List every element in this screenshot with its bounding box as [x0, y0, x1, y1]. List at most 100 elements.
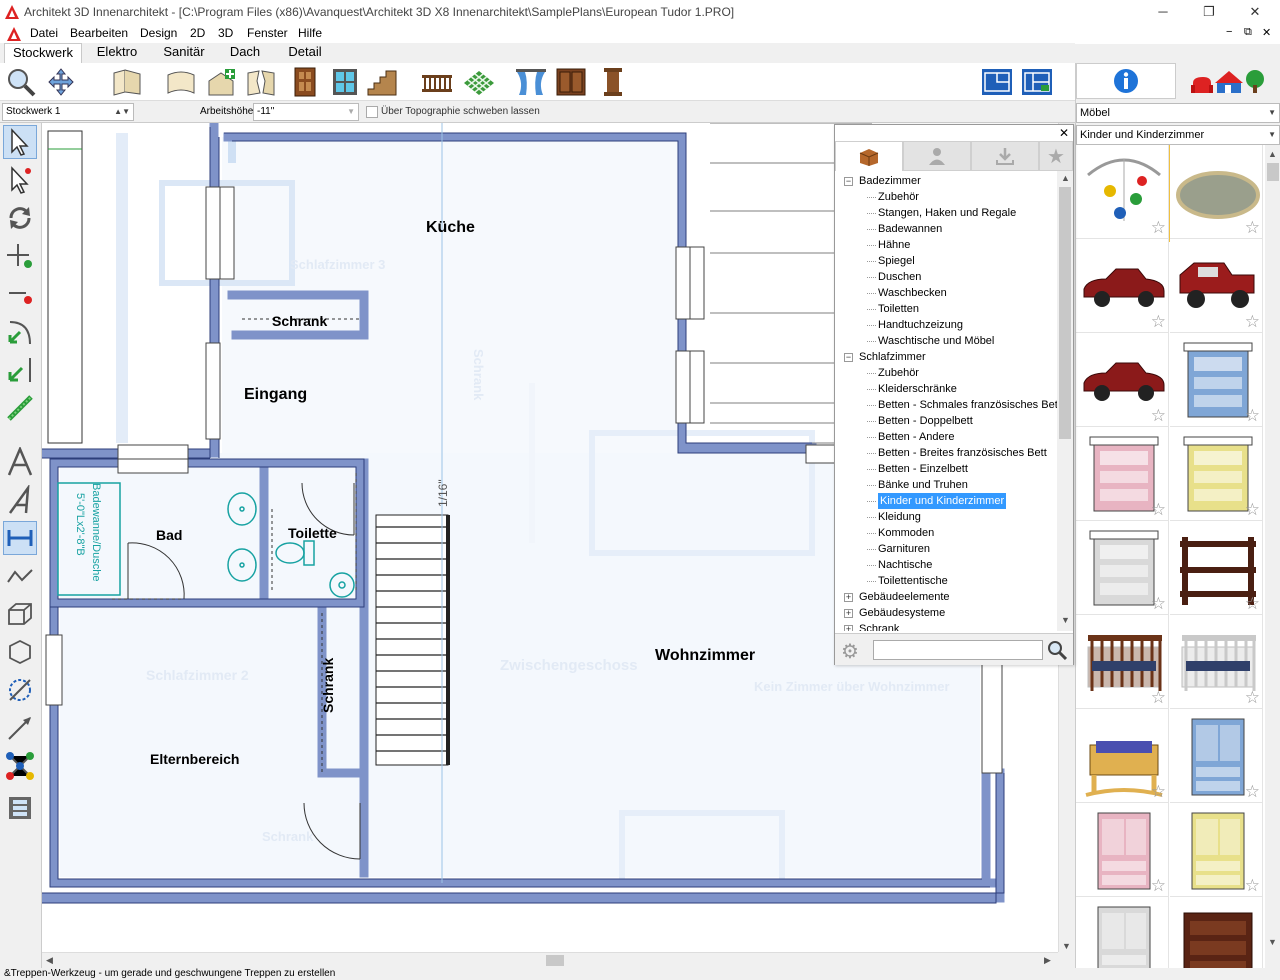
box-tool-icon[interactable] — [3, 597, 37, 631]
favorite-star-icon[interactable]: ☆ — [1150, 312, 1166, 331]
tree-subcategory[interactable]: Betten - Andere — [878, 431, 955, 443]
column-tool-icon[interactable] — [596, 66, 630, 98]
catalog-item-wardrobe[interactable]: ☆ — [1076, 803, 1169, 897]
topo-checkbox[interactable] — [366, 106, 378, 118]
catalog-item-mobile[interactable]: ☆ — [1076, 145, 1172, 242]
remove-point-icon[interactable] — [3, 277, 37, 311]
scroll-down-arrow-icon[interactable]: ▼ — [1268, 937, 1277, 947]
catalog-item-wardrobe[interactable]: ☆ — [1076, 897, 1169, 968]
tree-subcategory[interactable]: Kommoden — [878, 527, 935, 539]
catalog-item-wardrobe[interactable]: ☆ — [1170, 709, 1263, 803]
tree-subcategory[interactable]: Spiegel — [878, 255, 915, 267]
catalog-scrollbar[interactable]: ▲ ▼ — [1265, 145, 1280, 968]
scroll-up-arrow-icon[interactable]: ▲ — [1061, 173, 1070, 183]
stairs-tool-icon[interactable] — [366, 66, 400, 98]
curved-wall-icon[interactable] — [164, 66, 198, 98]
add-point-icon[interactable] — [3, 239, 37, 273]
text-tool-icon[interactable] — [3, 445, 37, 479]
mdi-minimize-button[interactable]: − — [1226, 26, 1233, 38]
door-tool-icon[interactable] — [288, 66, 322, 98]
search-icon[interactable] — [1047, 640, 1067, 660]
tree-subcategory[interactable]: Zubehör — [878, 191, 919, 203]
tree-subcategory[interactable]: Betten - Einzelbett — [878, 463, 968, 475]
scroll-down-arrow-icon[interactable]: ▼ — [1062, 941, 1071, 951]
tree-category[interactable]: Gebäudeelemente — [859, 591, 950, 603]
catalog-item-toy-truck[interactable]: ☆ — [1170, 239, 1263, 333]
plan-3d-view-icon[interactable] — [1020, 66, 1054, 98]
favorite-star-icon[interactable]: ☆ — [1244, 312, 1260, 331]
cabinet-tool-icon[interactable] — [554, 66, 588, 98]
close-button[interactable]: ✕ — [1249, 4, 1261, 19]
tree-subcategory[interactable]: Toilettentische — [878, 575, 948, 587]
tab-downloads[interactable] — [971, 141, 1039, 171]
break-wall-icon[interactable] — [244, 66, 278, 98]
text-angle-icon[interactable] — [3, 483, 37, 517]
scroll-down-arrow-icon[interactable]: ▼ — [1061, 615, 1070, 625]
favorite-star-icon[interactable]: ☆ — [1150, 782, 1166, 801]
line-tool-icon[interactable] — [3, 353, 37, 387]
catalog-item-dresser[interactable]: ☆ — [1170, 897, 1263, 968]
favorite-star-icon[interactable]: ☆ — [1150, 500, 1166, 519]
catalog-item-changing-dresser[interactable]: ☆ — [1076, 427, 1169, 521]
dimension-icon[interactable] — [3, 521, 37, 555]
catalog-item-toy-car[interactable]: ☆ — [1076, 333, 1169, 427]
favorite-star-icon[interactable]: ☆ — [1244, 594, 1260, 613]
favorite-star-icon[interactable]: ☆ — [1150, 594, 1166, 613]
tree-subcategory[interactable]: Garnituren — [878, 543, 930, 555]
tree-category[interactable]: Badezimmer — [859, 175, 921, 187]
restore-button[interactable]: ❐ — [1203, 4, 1215, 19]
collapse-icon[interactable]: − — [844, 176, 853, 186]
catalog-scroll-thumb[interactable] — [1267, 163, 1279, 181]
info-button[interactable] — [1076, 63, 1176, 99]
tree-category[interactable]: Schlafzimmer — [859, 351, 926, 363]
tab-user-library[interactable] — [903, 141, 971, 171]
tree-category[interactable]: Schrank — [859, 623, 900, 631]
mdi-restore-button[interactable]: ⧉ — [1244, 26, 1252, 38]
catalog-item-crib[interactable]: ☆ — [1076, 615, 1169, 709]
floor-tool-icon[interactable] — [462, 66, 496, 98]
horizontal-scrollbar[interactable]: ◀ ▶ — [42, 952, 1058, 968]
floorplan-view-icon[interactable] — [980, 66, 1014, 98]
tree-subcategory[interactable]: Betten - Breites französisches Bett — [878, 447, 1047, 459]
category-select[interactable]: Möbel▼ — [1076, 103, 1280, 123]
rotate-icon[interactable] — [3, 201, 37, 235]
floor-select[interactable]: Stockwerk 1▲▼ — [2, 103, 134, 121]
height-input[interactable]: -11"▼ — [253, 103, 359, 121]
room-add-icon[interactable] — [204, 66, 238, 98]
window-tool-icon[interactable] — [328, 66, 362, 98]
scroll-right-arrow-icon[interactable]: ▶ — [1044, 955, 1051, 965]
catalog-item-cradle[interactable]: ☆ — [1076, 709, 1169, 803]
tree-subcategory[interactable]: Handtuchzeizung — [878, 319, 964, 331]
catalog-item-changing-dresser[interactable]: ☆ — [1170, 427, 1263, 521]
dimension-chain-icon[interactable] — [3, 391, 37, 425]
expand-icon[interactable]: + — [844, 625, 853, 631]
catalog-item-crib[interactable]: ☆ — [1170, 615, 1263, 709]
select-points-icon[interactable] — [3, 163, 37, 197]
tab-stockwerk[interactable]: Stockwerk — [4, 43, 82, 63]
favorite-star-icon[interactable]: ☆ — [1244, 218, 1260, 237]
arrow-line-icon[interactable] — [3, 711, 37, 745]
menu-datei[interactable]: Datei — [30, 26, 59, 40]
favorite-star-icon[interactable]: ☆ — [1244, 688, 1260, 707]
tab-sanitaer[interactable]: Sanitär — [163, 44, 205, 59]
tree-subcategory[interactable]: Badewannen — [878, 223, 943, 235]
document-icon[interactable] — [6, 26, 22, 42]
tree-category[interactable]: Gebäudesysteme — [859, 607, 946, 619]
scroll-up-arrow-icon[interactable]: ▲ — [1268, 149, 1277, 159]
curtain-tool-icon[interactable] — [514, 66, 548, 98]
expand-icon[interactable]: + — [844, 592, 853, 602]
wall-tool-icon[interactable] — [110, 66, 144, 98]
favorite-star-icon[interactable]: ☆ — [1244, 782, 1260, 801]
tree-subcategory[interactable]: Nachtische — [878, 559, 933, 571]
favorite-star-icon[interactable]: ☆ — [1244, 500, 1260, 519]
menu-2d[interactable]: 2D — [190, 26, 206, 40]
film-strip-icon[interactable] — [3, 791, 37, 825]
expand-icon[interactable]: + — [844, 608, 853, 618]
tab-dach[interactable]: Dach — [229, 44, 261, 59]
tree-scrollbar[interactable]: ▲ ▼ — [1057, 171, 1073, 631]
subcategory-select[interactable]: Kinder und Kinderzimmer▼ — [1076, 125, 1280, 145]
catalog-item-wardrobe[interactable]: ☆ — [1170, 803, 1263, 897]
polyline-icon[interactable] — [3, 559, 37, 593]
library-search-input[interactable] — [873, 640, 1043, 660]
railing-tool-icon[interactable] — [420, 66, 454, 98]
